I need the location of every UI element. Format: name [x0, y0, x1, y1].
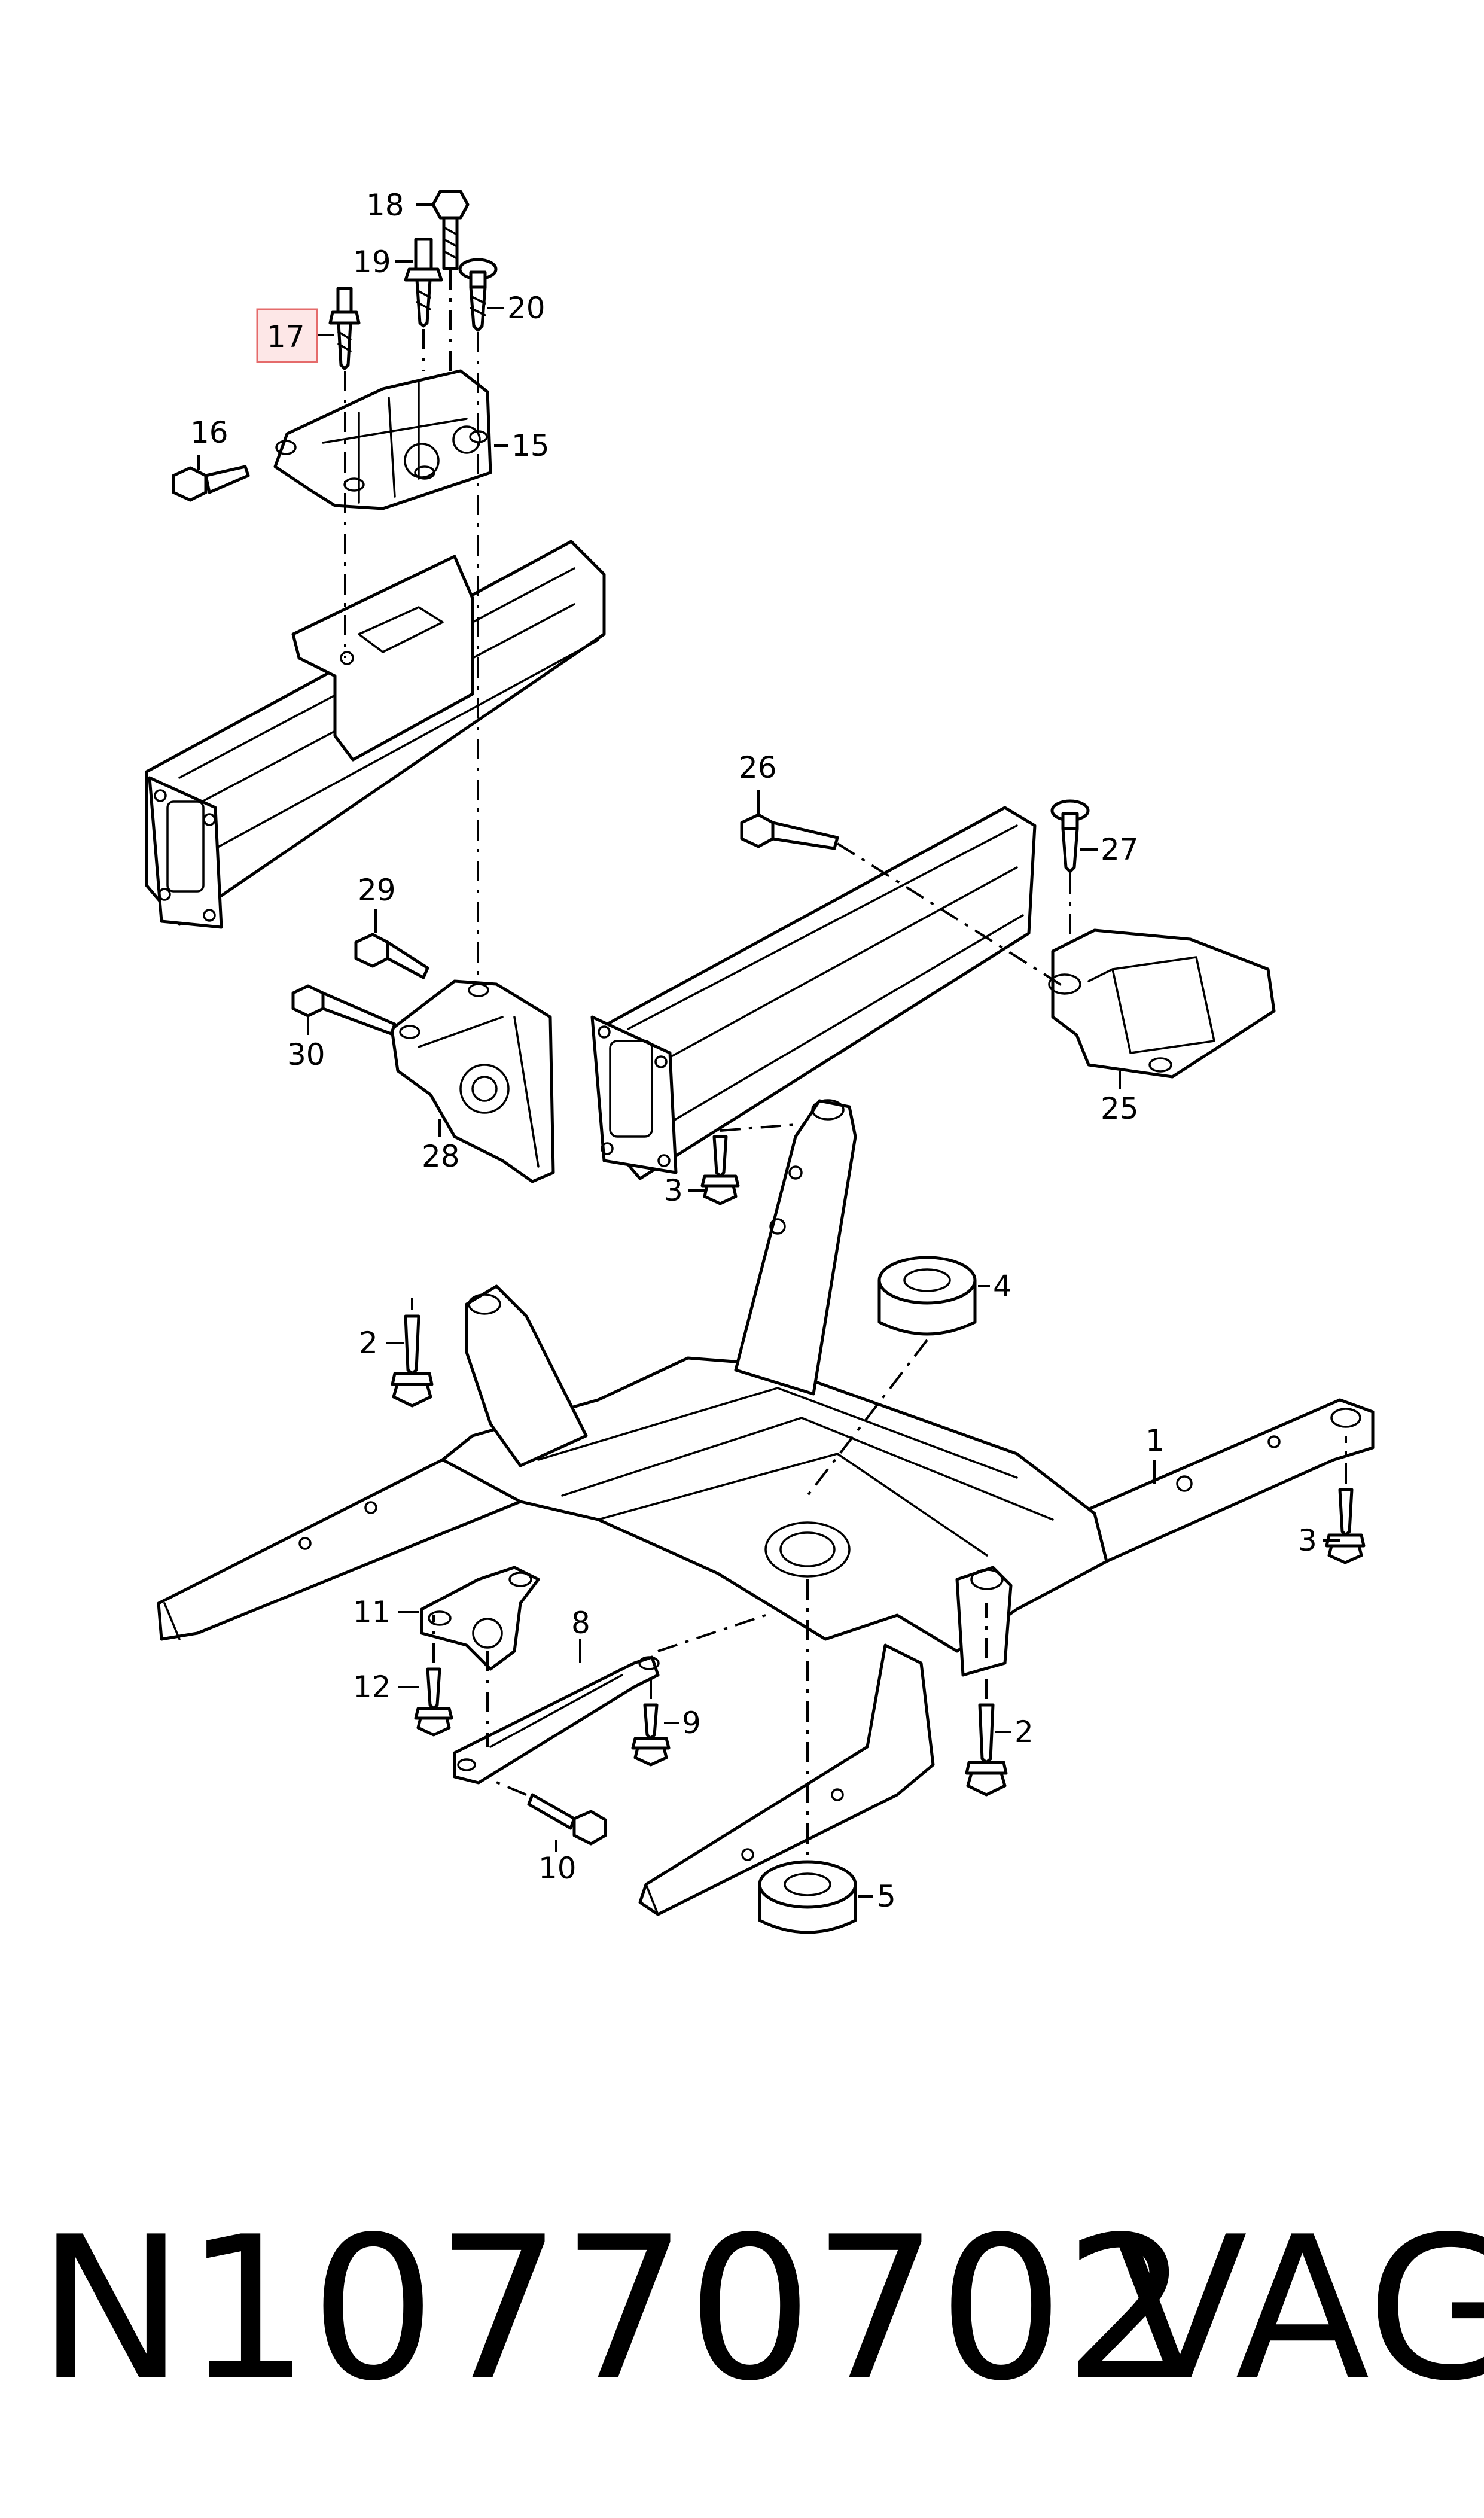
- bushing-4: [877, 1256, 977, 1336]
- callout-1: 1: [1145, 1423, 1165, 1458]
- callout-15: 15: [511, 428, 550, 463]
- bolt-2-right: [965, 1703, 1008, 1797]
- callout-3-top: 3: [664, 1173, 683, 1208]
- bolt-2-left: [391, 1314, 434, 1408]
- bolt-30: [291, 984, 397, 1036]
- callout-17: 17: [267, 319, 305, 354]
- bolt-9: [631, 1703, 671, 1767]
- callout-9: 9: [682, 1706, 701, 1740]
- left-side-member: [145, 540, 606, 929]
- bolt-16: [172, 465, 250, 502]
- pendulum-mount-11: [420, 1566, 540, 1671]
- callout-27: 27: [1101, 832, 1139, 867]
- bolt-12: [414, 1667, 453, 1737]
- bolt-20: [458, 258, 498, 332]
- callout-3-right: 3: [1298, 1523, 1317, 1558]
- callout-16: 16: [190, 415, 228, 450]
- callout-12: 12: [353, 1670, 391, 1704]
- bolt-18: [431, 190, 470, 270]
- torque-link-8: [453, 1655, 660, 1785]
- exploded-parts-diagram: 18 19 20 17 16 15 26 27 25 29 30 28 2 3 …: [145, 188, 1375, 1934]
- bolt-3-top: [700, 1135, 740, 1205]
- bolt-19: [404, 238, 443, 328]
- callout-19: 19: [353, 245, 391, 279]
- callout-5: 5: [877, 1879, 896, 1914]
- callout-20: 20: [507, 291, 546, 325]
- bolt-26: [740, 813, 839, 850]
- brand-name: VAG: [1113, 2194, 1484, 2424]
- callout-10: 10: [538, 1851, 577, 1886]
- callout-8: 8: [571, 1606, 590, 1640]
- bushing-5: [758, 1860, 857, 1934]
- callout-28: 28: [422, 1139, 460, 1174]
- engine-mount-15: [273, 369, 492, 510]
- right-side-member: [590, 806, 1037, 1180]
- transmission-mount-25: [1048, 928, 1276, 1079]
- callout-4: 4: [993, 1269, 1012, 1304]
- callout-29: 29: [358, 873, 396, 908]
- bolt-10: [527, 1793, 607, 1846]
- bolt-29: [354, 933, 429, 979]
- bolt-27: [1050, 799, 1090, 873]
- callout-11: 11: [353, 1595, 391, 1630]
- callout-25: 25: [1101, 1091, 1139, 1126]
- callout-30: 30: [287, 1037, 325, 1072]
- footer: N10770702 VAG: [0, 2178, 1484, 2441]
- bolt-17: [328, 287, 361, 370]
- callout-18: 18: [366, 188, 404, 223]
- highlight-box-17: [256, 308, 318, 363]
- callout-2-right: 2: [1014, 1715, 1034, 1749]
- callout-26: 26: [739, 750, 777, 785]
- part-number: N10770702: [37, 2194, 1190, 2424]
- subframe-1: [157, 1099, 1375, 1916]
- support-bracket-28: [390, 979, 555, 1183]
- bolt-3-right: [1325, 1488, 1366, 1564]
- callout-2-left: 2: [359, 1326, 378, 1360]
